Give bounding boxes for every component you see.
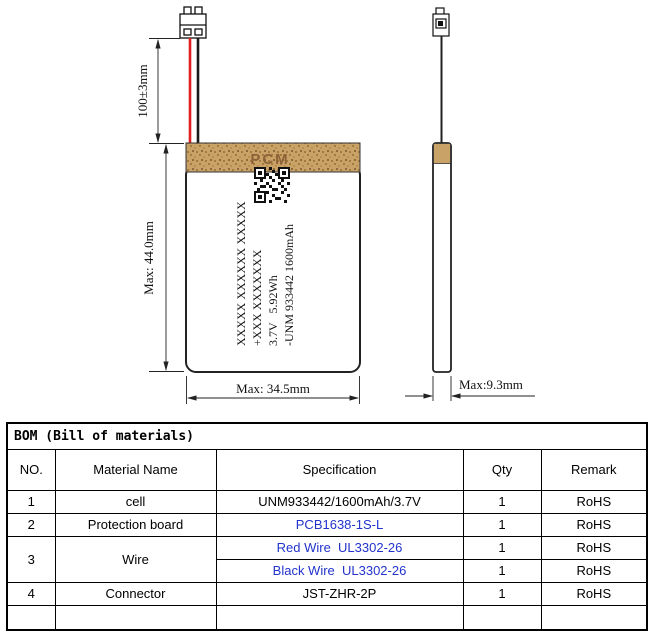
cell-material: Wire <box>54 535 217 583</box>
empty-cell <box>54 604 217 631</box>
dimension-wire-length: 100±3mm <box>135 38 184 144</box>
empty-cell <box>462 604 542 631</box>
empty-cell <box>215 604 464 631</box>
dimension-width: Max: 34.5mm <box>186 376 360 404</box>
bom-empty-row <box>6 604 648 631</box>
bom-title: BOM (Bill of materials) <box>6 422 648 450</box>
side-connector <box>432 7 450 37</box>
battery-print-line: +XXX XXXXXXX <box>250 249 264 346</box>
cell-no: 4 <box>6 581 56 606</box>
bom-row-wire-red: 3 Wire Red Wire UL3302-26 1 RoHS <box>6 535 648 583</box>
cell-material: cell <box>54 489 217 514</box>
dimension-height: Max: 44.0mm <box>141 144 184 372</box>
dimension-thickness: Max:9.3mm <box>405 376 535 401</box>
cell-remark: RoHS <box>540 558 648 583</box>
battery-print-label: XXXXX XXXXXX XXXXX +XXX XXXXXXX 3.7V 5.9… <box>233 176 299 346</box>
battery-print-line: XXXXX XXXXXX XXXXX <box>234 201 248 346</box>
battery-body-side <box>432 142 452 373</box>
cell-spec: PCB1638-1S-L <box>215 512 464 537</box>
pcm-strip-side <box>433 143 451 164</box>
col-header-qty: Qty <box>462 448 542 491</box>
cell-remark: RoHS <box>540 489 648 514</box>
front-connector <box>179 6 207 39</box>
cell-qty: 1 <box>462 558 542 583</box>
bom-row-protection-board: 2 Protection board PCB1638-1S-L 1 RoHS <box>6 512 648 537</box>
pcm-label: PCM <box>250 151 289 168</box>
bom-table: BOM (Bill of materials) NO. Material Nam… <box>6 422 649 631</box>
cell-material: Protection board <box>54 512 217 537</box>
cell-no: 3 <box>6 535 56 583</box>
cell-qty: 1 <box>462 489 542 514</box>
empty-cell <box>540 604 648 631</box>
cell-qty: 1 <box>462 512 542 537</box>
cell-remark: RoHS <box>540 512 648 537</box>
bom-header-row: NO. Material Name Specification Qty Rema… <box>6 448 648 491</box>
dim-height-label: Max: 44.0mm <box>141 221 156 295</box>
cell-qty: 1 <box>462 581 542 606</box>
battery-technical-drawing: PCM <box>135 6 535 404</box>
cell-spec: JST-ZHR-2P <box>215 581 464 606</box>
col-header-remark: Remark <box>540 448 648 491</box>
dim-thickness-label: Max:9.3mm <box>459 377 523 392</box>
bom-row-connector: 4 Connector JST-ZHR-2P 1 RoHS <box>6 581 648 606</box>
battery-print-line: 3.7V 5.92Wh <box>266 275 280 346</box>
qr-code-icon <box>254 167 290 203</box>
cell-spec: UNM933442/1600mAh/3.7V <box>215 489 464 514</box>
col-header-spec: Specification <box>215 448 464 491</box>
cell-spec: Red Wire UL3302-26 <box>215 535 464 560</box>
dim-width-label: Max: 34.5mm <box>236 381 310 396</box>
cell-remark: RoHS <box>540 581 648 606</box>
bom-row-wire-black: Black Wire UL3302-26 1 RoHS <box>7 558 648 583</box>
battery-print-line: -UNM 933442 1600mAh <box>282 224 296 346</box>
cell-spec: Black Wire UL3302-26 <box>215 558 464 583</box>
cell-material: Connector <box>54 581 217 606</box>
cell-remark: RoHS <box>540 535 648 560</box>
bom-title-row: BOM (Bill of materials) <box>6 422 648 450</box>
empty-cell <box>6 604 56 631</box>
cell-no: 2 <box>6 512 56 537</box>
bom-row-cell: 1 cell UNM933442/1600mAh/3.7V 1 RoHS <box>6 489 648 514</box>
cell-qty: 1 <box>462 535 542 560</box>
pcm-strip-front <box>185 142 361 173</box>
col-header-no: NO. <box>6 448 56 491</box>
cell-no: 1 <box>6 489 56 514</box>
dim-wire-length-label: 100±3mm <box>135 64 150 117</box>
col-header-material: Material Name <box>54 448 217 491</box>
